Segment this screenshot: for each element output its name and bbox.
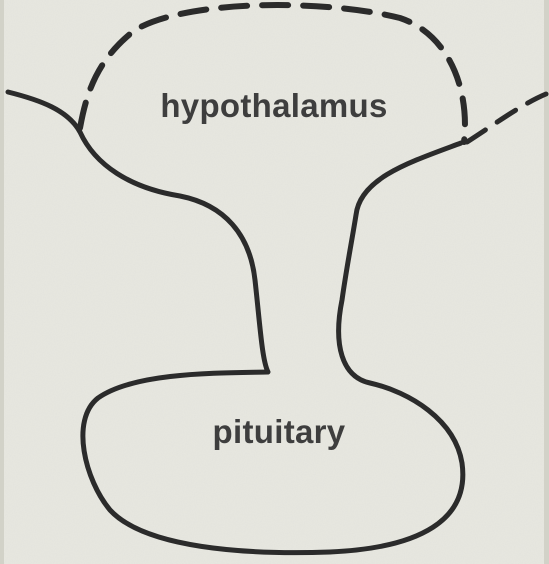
- hypothalamus-label: hypothalamus: [160, 87, 387, 124]
- pituitary-label: pituitary: [213, 413, 346, 450]
